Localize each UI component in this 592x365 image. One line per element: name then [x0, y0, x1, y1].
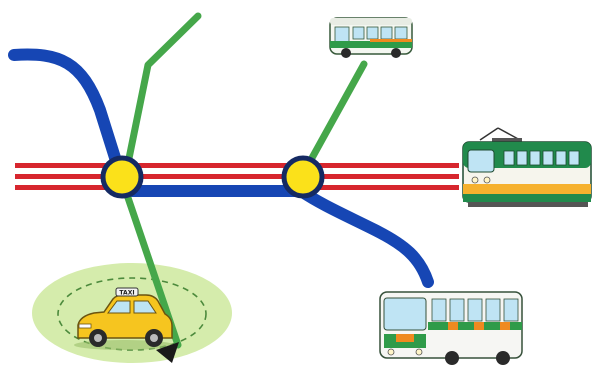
green-route-east — [298, 60, 368, 180]
taxi-zone-boundary — [57, 277, 207, 351]
station-east — [281, 155, 325, 199]
tram-icon — [462, 127, 592, 207]
taxi-icon: TAXI — [74, 287, 174, 350]
blue-route — [8, 48, 434, 288]
city-bus-icon — [379, 291, 523, 365]
taxi-sign-label: TAXI — [119, 290, 134, 297]
station-west — [100, 155, 144, 199]
minibus-icon — [329, 17, 413, 58]
green-route-north — [121, 12, 202, 182]
arrow-icon — [156, 342, 179, 363]
